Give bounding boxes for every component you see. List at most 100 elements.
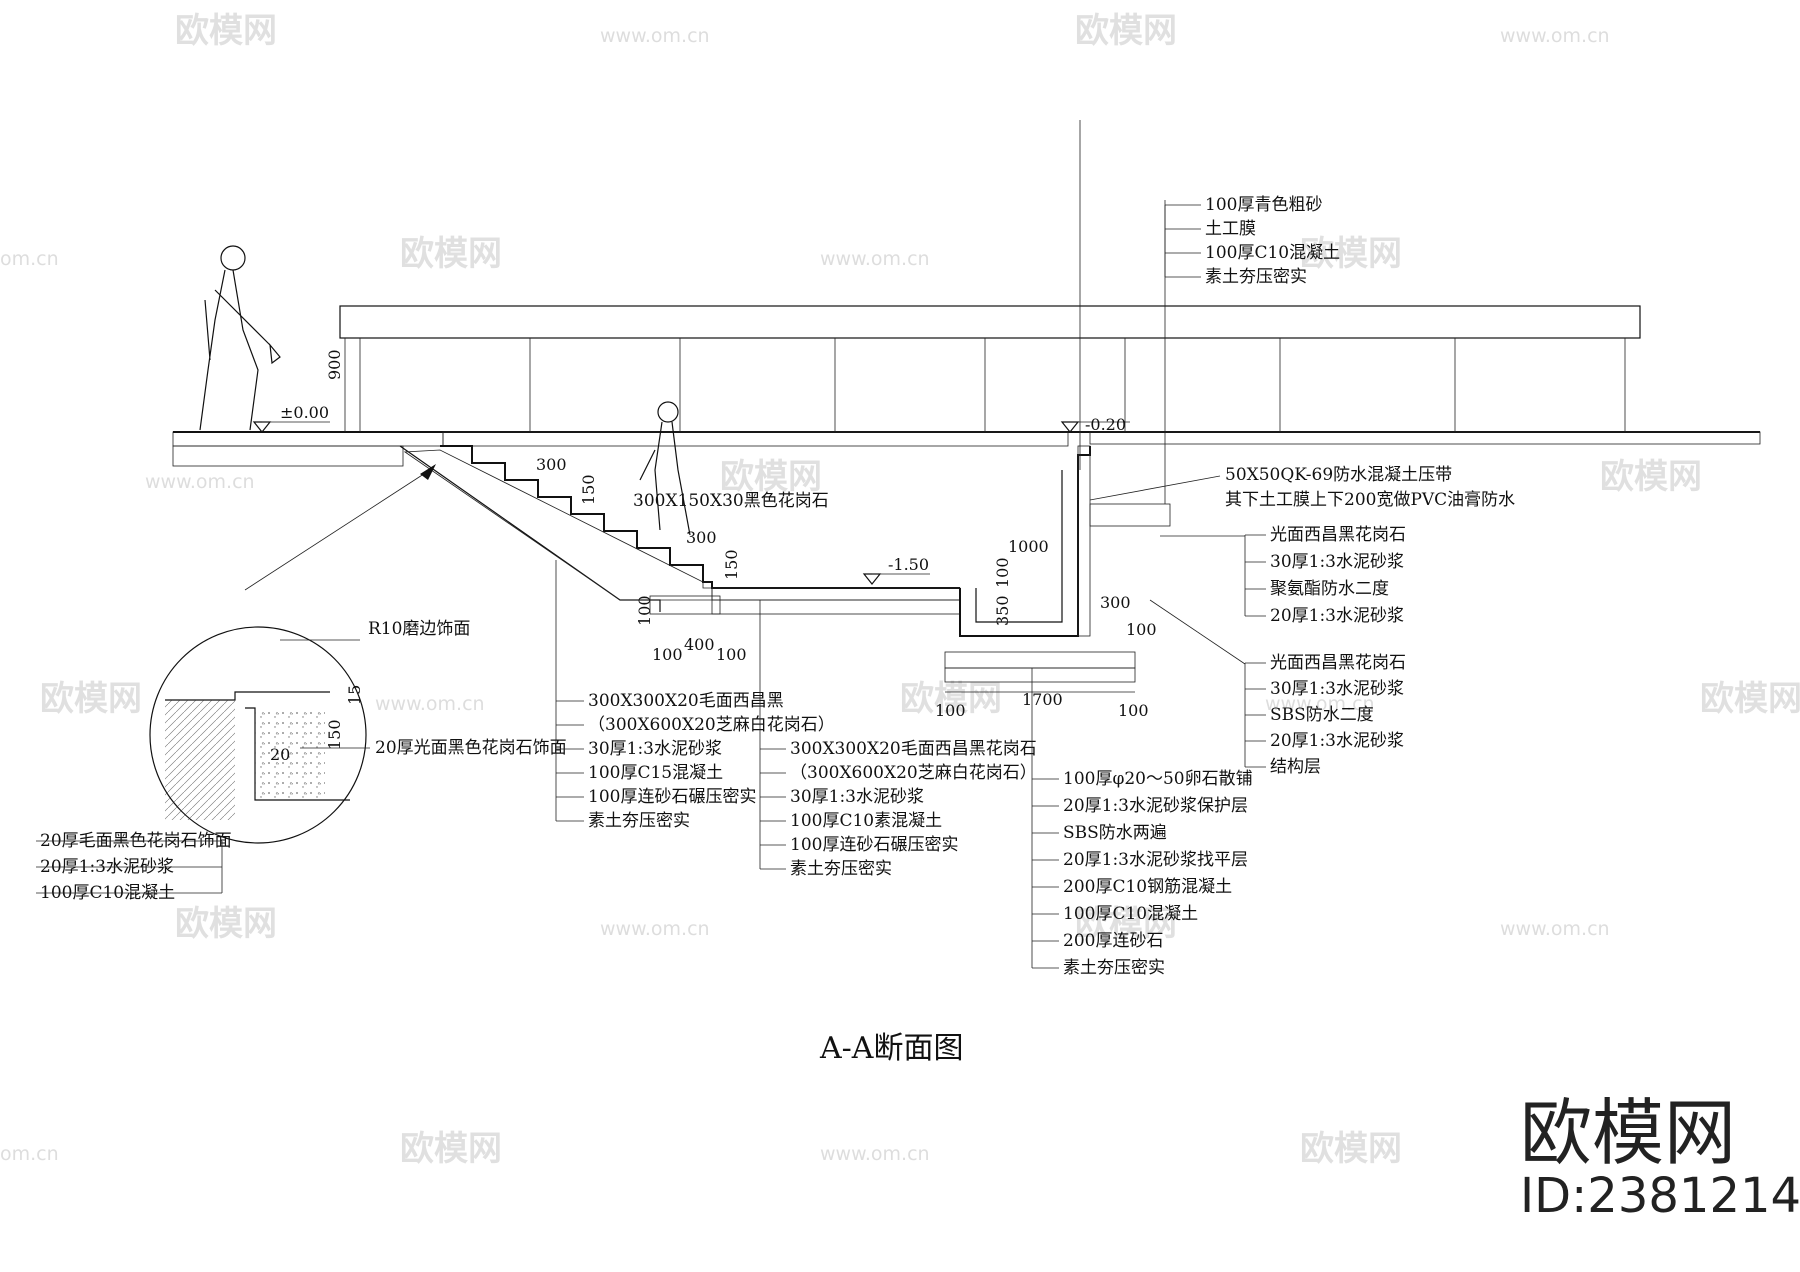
brand-name: 欧模网 — [1520, 1091, 1736, 1175]
stair-layer-label: 素土夯压密实 — [588, 811, 690, 831]
stair-layer-label: 100厚C15混凝土 — [588, 763, 723, 783]
pool-bottom-layer-label: 200厚C10钢筋混凝土 — [1063, 877, 1232, 897]
pool-bottom-layer-label: 20厚1:3水泥砂浆保护层 — [1063, 796, 1248, 816]
watermark-logo: 欧模网 — [1300, 1129, 1402, 1169]
landing-layer-label: 300X300X20毛面西昌黑花岗石 — [790, 739, 1037, 759]
right-slab — [1089, 431, 1761, 445]
watermark-url: www.om.cn — [820, 1143, 930, 1165]
stair-fill — [403, 449, 713, 601]
svg-text:150: 150 — [579, 474, 598, 505]
pool-edge-layer-label: 光面西昌黑花岗石 — [1270, 525, 1406, 545]
waterproof-band-label: 其下土工膜上下200宽做PVC油膏防水 — [1225, 489, 1515, 510]
pool-bottom-layer-label: 100厚C10混凝土 — [1063, 904, 1198, 924]
railing-posts — [359, 338, 1626, 432]
pool-wall-layer-label: 光面西昌黑花岗石 — [1270, 653, 1406, 673]
elevation-stair-bottom: -1.50 — [862, 555, 930, 585]
watermark-url: www.om.cn — [1265, 693, 1375, 715]
watermark-logo: 欧模网 — [1300, 234, 1402, 274]
landing-layer-label: （300X600X20芝麻白花岗石） — [790, 763, 1037, 783]
svg-text:400: 400 — [684, 635, 715, 654]
watermark-logo: 欧模网 — [1075, 11, 1177, 51]
pool-edge-layer-label: 30厚1:3水泥砂浆 — [1270, 552, 1404, 572]
svg-text:15: 15 — [345, 685, 364, 705]
svg-text:900: 900 — [325, 349, 344, 380]
step-stone-label: 300X150X30黑色花岗石 — [633, 491, 829, 511]
svg-text:-0.20: -0.20 — [1085, 415, 1126, 434]
structure — [172, 120, 1761, 683]
landing-layer-label: 30厚1:3水泥砂浆 — [790, 787, 924, 807]
stair-profile — [440, 445, 960, 589]
annotation-labels: R10磨边饰面 20厚光面黑色花岗石饰面 300X150X30黑色花岗石 100… — [36, 195, 1515, 978]
watermark-logo: 欧模网 — [900, 679, 1002, 719]
pool-wall-layer-label: 20厚1:3水泥砂浆 — [1270, 731, 1404, 751]
svg-text:300: 300 — [1100, 593, 1131, 612]
svg-text:300: 300 — [686, 528, 717, 547]
upper-base — [172, 445, 404, 467]
waterproof-band-label: 50X50QK-69防水混凝土压带 — [1225, 465, 1452, 485]
watermark-url-short: om.cn — [0, 248, 59, 270]
top-layer-label: 素土夯压密实 — [1205, 267, 1307, 287]
watermark-url: www.om.cn — [1500, 918, 1610, 940]
svg-text:150: 150 — [722, 549, 741, 580]
watermark-url: www.om.cn — [600, 918, 710, 940]
pool-edge-layer-label: 20厚1:3水泥砂浆 — [1270, 606, 1404, 626]
landing-base — [711, 599, 961, 615]
svg-text:350: 350 — [993, 595, 1012, 626]
watermark-logo: 欧模网 — [400, 234, 502, 274]
watermark-logo: 欧模网 — [175, 11, 277, 51]
stair-layer-label: 100厚连砂石碾压密实 — [588, 787, 756, 807]
svg-text:300: 300 — [536, 455, 567, 474]
watermark-logo: 欧模网 — [1075, 904, 1177, 944]
top-layer-label: 土工膜 — [1205, 219, 1256, 239]
pool-base-slab — [944, 651, 1136, 669]
elevation-ground: ±0.00 — [252, 403, 330, 433]
svg-text:-1.50: -1.50 — [888, 555, 929, 574]
water-surface-slab — [442, 431, 1069, 447]
edge-detail: 15 150 20 — [149, 464, 436, 844]
svg-text:100: 100 — [1118, 701, 1149, 720]
watermark-logo: 欧模网 — [400, 1129, 502, 1169]
pool-edge-layer-label: 聚氨酯防水二度 — [1270, 579, 1389, 599]
watermark-logo: 欧模网 — [720, 457, 822, 497]
pool-bottom-layer-label: 素土夯压密实 — [1063, 958, 1165, 978]
svg-text:150: 150 — [325, 719, 344, 750]
pool-bottom-layer-label: 100厚φ20～50卵石散铺 — [1063, 769, 1253, 789]
person-figure-left — [199, 245, 281, 431]
watermark-logo: 欧模网 — [1600, 457, 1702, 497]
detail-face-label: 20厚光面黑色花岗石饰面 — [375, 738, 567, 758]
pool-bottom-layer-label: 20厚1:3水泥砂浆找平层 — [1063, 850, 1248, 870]
svg-text:100: 100 — [1126, 620, 1157, 639]
pool-bottom-layer-label: SBS防水两遍 — [1063, 823, 1167, 843]
brand-id: ID:2381214 — [1520, 1168, 1800, 1224]
upper-slab — [172, 431, 444, 447]
landing-slab — [711, 587, 961, 601]
pool-wall-layer-label: 结构层 — [1270, 757, 1321, 777]
person-figure-stair — [639, 401, 691, 536]
landing-layer-label: 素土夯压密实 — [790, 859, 892, 879]
detail-edge-label: R10磨边饰面 — [368, 619, 470, 639]
svg-text:100: 100 — [993, 557, 1012, 588]
svg-text:100: 100 — [652, 645, 683, 664]
pool-edge-fill — [1089, 503, 1171, 527]
watermark-layer: 欧模网欧模网欧模网欧模网欧模网欧模网欧模网欧模网欧模网欧模网欧模网欧模网欧模网w… — [0, 11, 1800, 1169]
landing-layer-label: 100厚C10素混凝土 — [790, 811, 942, 831]
watermark-url: www.om.cn — [375, 693, 485, 715]
top-layer-label: 100厚C10混凝土 — [1205, 243, 1340, 263]
stair-layer-label: （300X600X20芝麻白花岗石） — [588, 715, 835, 735]
stair-footing — [649, 595, 721, 615]
pool-bottom-layer-label: 200厚连砂石 — [1063, 931, 1163, 951]
top-layer-label: 100厚青色粗砂 — [1205, 195, 1322, 215]
svg-text:1000: 1000 — [1008, 537, 1049, 556]
watermark-url: www.om.cn — [600, 25, 710, 47]
watermark-url: www.om.cn — [820, 248, 930, 270]
stair-layer-label: 30厚1:3水泥砂浆 — [588, 739, 722, 759]
pool-inner — [975, 470, 1063, 623]
stair-layer-label: 300X300X20毛面西昌黑 — [588, 691, 784, 711]
svg-text:20: 20 — [270, 745, 290, 764]
watermark-url: www.om.cn — [145, 471, 255, 493]
svg-text:100: 100 — [635, 595, 654, 626]
watermark-url-short: om.cn — [0, 1143, 59, 1165]
pool-wall-layer-label: SBS防水二度 — [1270, 705, 1374, 725]
